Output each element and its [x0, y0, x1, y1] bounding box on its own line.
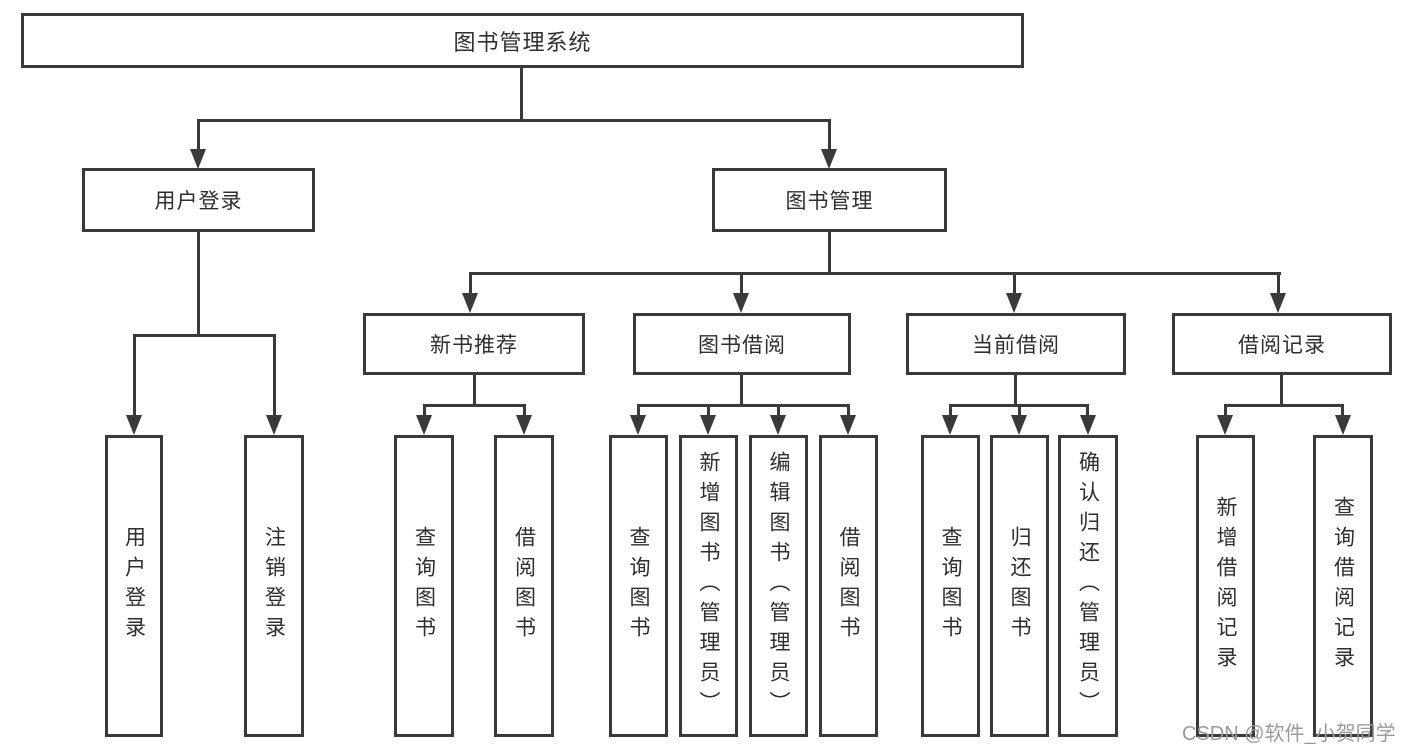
- csdn-watermark: CSDN @软件_小贺同学: [1182, 723, 1396, 745]
- leaf-br-add-record: 新增借阅记录: [1196, 435, 1255, 737]
- arrowhead-down-icon: [840, 415, 856, 435]
- arrowhead-down-icon: [416, 415, 432, 435]
- arrowhead-down-icon: [700, 415, 716, 435]
- connector-branch-bb-edit: [777, 404, 780, 416]
- connector-book-borrow-stem: [740, 375, 743, 406]
- leaf-user-login-label: 用户登录: [122, 526, 146, 646]
- connector-branch-nb-query: [423, 404, 426, 416]
- arrowhead-down-icon: [821, 149, 837, 169]
- connector-root-stem: [520, 68, 523, 122]
- arrowhead-down-icon: [1217, 415, 1233, 435]
- node-root: 图书管理系统: [21, 13, 1024, 68]
- arrowhead-down-icon: [516, 415, 532, 435]
- connector-branch-br-query: [1341, 404, 1344, 416]
- leaf-bb-edit-books-admin-label: 编辑图书（管理员）: [767, 451, 790, 721]
- node-book-management-label: 图书管理: [785, 190, 874, 213]
- leaf-cb-return-books-label: 归还图书: [1008, 526, 1031, 646]
- arrowhead-down-icon: [630, 415, 646, 435]
- leaf-bb-add-books-admin: 新增图书（管理员）: [679, 435, 738, 737]
- arrowhead-down-icon: [126, 415, 142, 435]
- arrowhead-down-icon: [1006, 293, 1022, 313]
- arrowhead-down-icon: [770, 415, 786, 435]
- connector-branch-user-login: [197, 119, 200, 149]
- arrowhead-down-icon: [462, 293, 478, 313]
- leaf-bb-query-books: 查询图书: [609, 435, 668, 737]
- leaf-logout-label: 注销登录: [262, 526, 286, 646]
- leaf-logout: 注销登录: [244, 435, 304, 737]
- leaf-nb-borrow-books: 借阅图书: [494, 435, 554, 737]
- arrowhead-down-icon: [1011, 415, 1027, 435]
- leaf-br-add-record-label: 新增借阅记录: [1214, 496, 1237, 676]
- connector-branch-bb-borrow: [847, 404, 850, 416]
- connector-book-borrow-rail: [637, 404, 849, 407]
- connector-branch-book-management: [828, 119, 831, 149]
- connector-current-borrow-stem: [1014, 375, 1017, 406]
- leaf-cb-return-books: 归还图书: [990, 435, 1049, 737]
- connector-branch-nb-borrow: [523, 404, 526, 416]
- connector-branch-book-borrow: [740, 272, 743, 295]
- node-borrow-record: 借阅记录: [1172, 313, 1392, 375]
- node-book-borrow: 图书借阅: [633, 313, 851, 375]
- connector-branch-new-book: [469, 272, 472, 295]
- node-new-book-recommend: 新书推荐: [363, 313, 585, 375]
- connector-branch-bb-add: [707, 404, 710, 416]
- connector-branch-cb-return: [1018, 404, 1021, 416]
- connector-branch-bb-query: [637, 404, 640, 416]
- leaf-nb-query-books: 查询图书: [394, 435, 454, 737]
- connector-book-management-stem: [828, 232, 831, 274]
- connector-branch-cb-confirm: [1086, 404, 1089, 416]
- node-user-login-label: 用户登录: [154, 190, 243, 213]
- node-borrow-record-label: 借阅记录: [1238, 334, 1326, 357]
- arrowhead-down-icon: [942, 415, 958, 435]
- connector-new-book-stem: [473, 375, 476, 406]
- leaf-bb-add-books-admin-label: 新增图书（管理员）: [697, 451, 720, 721]
- connector-branch-logout-leaf: [273, 334, 276, 416]
- leaf-nb-borrow-books-label: 借阅图书: [512, 526, 536, 646]
- leaf-cb-query-books: 查询图书: [921, 435, 980, 737]
- connector-branch-current-borrow: [1013, 272, 1016, 295]
- node-current-borrow-label: 当前借阅: [972, 334, 1060, 357]
- arrowhead-down-icon: [1080, 415, 1096, 435]
- node-root-label: 图书管理系统: [453, 29, 592, 55]
- leaf-cb-confirm-return-admin-label: 确认归还（管理员）: [1076, 451, 1100, 721]
- leaf-cb-query-books-label: 查询图书: [939, 526, 962, 646]
- connector-new-book-rail: [423, 404, 526, 407]
- connector-borrow-record-stem: [1280, 375, 1283, 406]
- leaf-br-query-record-label: 查询借阅记录: [1331, 496, 1355, 676]
- node-new-book-recommend-label: 新书推荐: [430, 334, 518, 357]
- connector-root-rail: [197, 119, 831, 122]
- leaf-br-query-record: 查询借阅记录: [1313, 435, 1373, 737]
- arrowhead-down-icon: [266, 415, 282, 435]
- arrowhead-down-icon: [1335, 415, 1351, 435]
- connector-branch-borrow-record: [1277, 272, 1280, 295]
- leaf-bb-borrow-books: 借阅图书: [819, 435, 878, 737]
- arrowhead-down-icon: [733, 293, 749, 313]
- leaf-bb-borrow-books-label: 借阅图书: [837, 526, 860, 646]
- connector-branch-login-leaf: [133, 334, 136, 416]
- node-user-login: 用户登录: [82, 168, 315, 232]
- connector-branch-br-add: [1224, 404, 1227, 416]
- leaf-user-login: 用户登录: [105, 435, 163, 737]
- node-book-management: 图书管理: [712, 168, 947, 232]
- connector-user-login-rail: [133, 334, 275, 337]
- node-book-borrow-label: 图书借阅: [698, 334, 786, 357]
- leaf-bb-query-books-label: 查询图书: [627, 526, 650, 646]
- connector-user-login-stem: [197, 232, 200, 336]
- connector-book-management-rail: [469, 272, 1281, 275]
- connector-branch-cb-query: [949, 404, 952, 416]
- arrowhead-down-icon: [1270, 293, 1286, 313]
- arrowhead-down-icon: [190, 149, 206, 169]
- leaf-cb-confirm-return-admin: 确认归还（管理员）: [1058, 435, 1118, 737]
- connector-borrow-record-rail: [1224, 404, 1344, 407]
- leaf-bb-edit-books-admin: 编辑图书（管理员）: [749, 435, 808, 737]
- node-current-borrow: 当前借阅: [906, 313, 1126, 375]
- leaf-nb-query-books-label: 查询图书: [412, 526, 436, 646]
